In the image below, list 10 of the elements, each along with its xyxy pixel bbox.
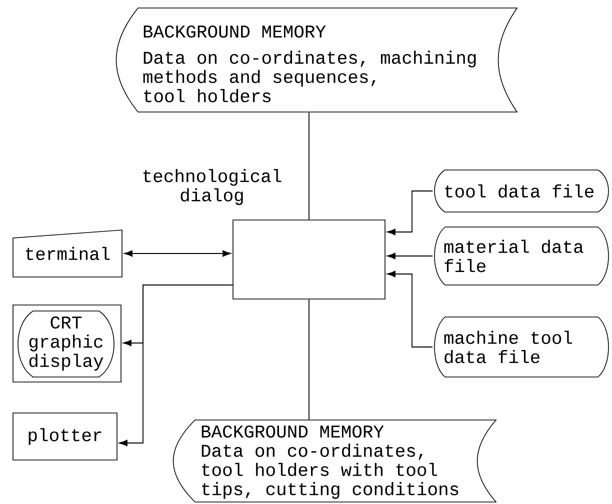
process-box: plotter [12,412,118,460]
connector [386,252,433,260]
connector [124,250,232,257]
annotation-text: technological dialog [143,169,282,205]
connector [308,112,310,220]
connector [386,270,433,348]
connector [308,299,310,420]
connector [118,284,233,446]
process-box [232,220,386,300]
connector [386,190,433,236]
